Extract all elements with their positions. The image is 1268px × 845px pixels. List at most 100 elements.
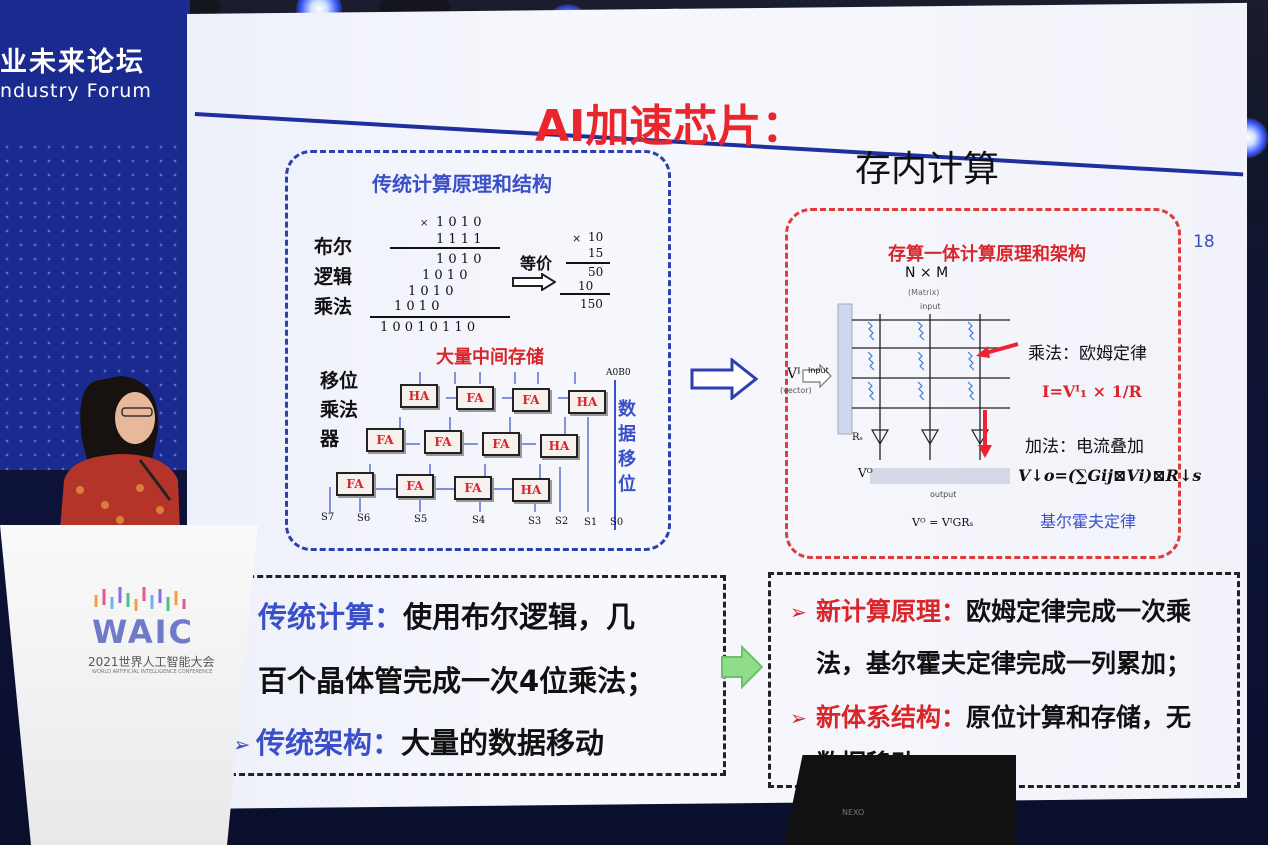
rule-line	[566, 262, 610, 264]
waic-logo-bars	[94, 587, 186, 611]
waic-subtitle-cn: 2021世界人工智能大会	[88, 655, 215, 669]
traditional-compute-line: 传统计算：使用布尔逻辑，几	[258, 594, 635, 636]
adder-cell: HA	[512, 478, 550, 502]
equivalent-arrow-icon	[512, 272, 557, 292]
pointer-arrow-icon	[972, 340, 1020, 360]
kirchhoff-formula: V↓o=(∑Gij⊠Vi)⊠R↓s	[1018, 466, 1202, 485]
podium	[0, 525, 258, 845]
traditional-compute-line-2: 百个晶体管完成一次4位乘法；	[258, 664, 656, 698]
vector-word: (vector)	[780, 386, 812, 395]
rs-label: Rₛ	[852, 432, 863, 443]
adder-cell: FA	[482, 432, 520, 456]
binary-line: 1 0 1 0	[422, 268, 468, 283]
adder-cell: FA	[396, 474, 434, 498]
bool-label-2: 逻辑	[314, 266, 353, 288]
traditional-arch-line: 传统架构：大量的数据移动	[256, 720, 604, 762]
data-move-1: 数	[618, 399, 636, 420]
slide-title-sub: 存内计算	[855, 149, 1000, 190]
binary-line: 1 0 1 0	[436, 215, 482, 230]
matrix-sub: (Matrix)	[908, 288, 940, 297]
speaker-person	[60, 376, 180, 530]
ohm-formula: I=Vᴵ₁ × 1/R	[1042, 382, 1142, 401]
new-arch-line: 新体系结构：原位计算和存储，无	[816, 698, 1191, 734]
vector-in-label: Vᴵ	[787, 366, 801, 382]
times-sign: ×	[420, 218, 429, 229]
vector-input-word: Input	[808, 366, 829, 375]
output-bit: S0	[610, 517, 624, 528]
traditional-arch-text: 大量的数据移动	[401, 726, 605, 760]
new-arch-key: 新体系结构：	[816, 703, 967, 732]
traditional-compute-text: 使用布尔逻辑，几	[403, 600, 636, 634]
adder-cell: HA	[568, 390, 606, 414]
new-principle-line: 新计算原理：欧姆定律完成一次乘	[816, 592, 1191, 628]
equivalent-label: 等价	[520, 254, 553, 273]
shift-label-1: 移位	[320, 370, 359, 392]
light-fixture	[180, 0, 220, 14]
adder-cell: HA	[400, 384, 438, 408]
adder-cell: FA	[512, 388, 550, 412]
decimal-line: 50	[588, 265, 604, 279]
vo-label: Vᴼ	[858, 466, 873, 480]
decimal-line: 10	[578, 279, 594, 293]
adder-cell: HA	[540, 434, 578, 458]
waic-logo: WAIC	[92, 613, 195, 651]
bullet-arrow-icon: ➢	[790, 706, 807, 730]
output-label: output	[930, 490, 957, 499]
binary-line: 1 0 1 0	[436, 252, 482, 267]
decimal-line: 10	[588, 230, 604, 244]
adder-cell: FA	[366, 428, 404, 452]
green-arrow-icon	[720, 644, 764, 690]
new-arch-text: 原位计算和存储，无	[966, 703, 1192, 732]
forum-title-cn: 业未来论坛	[0, 47, 145, 78]
cim-heading: 存算一体计算原理和架构	[888, 244, 1086, 265]
traditional-heading: 传统计算原理和结构	[372, 172, 552, 196]
decimal-line: 15	[588, 246, 604, 260]
adder-cell: FA	[336, 472, 374, 496]
output-bit: S7	[321, 512, 335, 523]
shift-label-3: 器	[320, 428, 340, 450]
output-bit: S6	[357, 513, 371, 524]
compute-in-memory-box	[785, 208, 1181, 559]
binary-line: 1 1 1 1	[436, 232, 482, 247]
traditional-compute-key: 传统计算：	[258, 600, 404, 634]
bool-label-3: 乘法	[314, 296, 353, 318]
kirchhoff-label: 基尔霍夫定律	[1040, 512, 1137, 531]
forum-title-en: ndustry Forum	[0, 80, 152, 102]
stage-monitor-speaker	[784, 755, 1016, 845]
bool-label-1: 布尔	[314, 236, 353, 258]
decimal-times: ×	[572, 232, 582, 245]
input-ab: A0B0	[606, 368, 631, 378]
output-bit: S3	[528, 516, 542, 527]
rule-line	[370, 316, 510, 318]
data-move-3: 移	[618, 449, 636, 470]
bullet-arrow-icon: ➢	[790, 600, 807, 624]
current-sum-label: 加法：电流叠加	[1025, 437, 1144, 457]
left-banner-panel	[0, 0, 190, 470]
data-move-4: 位	[618, 474, 636, 495]
adder-cell: FA	[424, 430, 462, 454]
new-principle-text: 欧姆定律完成一次乘	[966, 597, 1192, 626]
output-bit: S2	[555, 516, 569, 527]
intermediate-storage-label: 大量中间存储	[436, 347, 544, 368]
input-arrow-icon	[802, 363, 832, 389]
vo-formula: Vᴼ = VᴵGRₛ	[912, 516, 974, 529]
slide-title-main: AI加速芯片：	[535, 101, 806, 152]
slide-page-number: 18	[1193, 232, 1215, 252]
output-bit: S1	[584, 517, 598, 528]
new-principle-key: 新计算原理：	[816, 597, 967, 626]
decimal-result: 150	[580, 297, 603, 311]
data-move-line	[614, 380, 616, 530]
output-bit: S5	[414, 514, 428, 525]
binary-result: 1 0 0 1 0 1 1 0	[380, 320, 476, 335]
monitor-brand: NEXO	[842, 808, 865, 817]
waic-subtitle-en: WORLD ARTIFICIAL INTELLIGENCE CONFERENCE	[92, 669, 213, 675]
binary-line: 1 0 1 0	[394, 299, 440, 314]
new-principle-line-2: 法，基尔霍夫定律完成一列累加；	[816, 649, 1192, 678]
transition-arrow-icon	[690, 356, 759, 402]
shift-label-2: 乘法	[320, 399, 359, 421]
adder-cell: FA	[454, 476, 492, 500]
crossbar-array	[837, 303, 1010, 484]
data-move-2: 据	[618, 424, 636, 445]
output-bit: S4	[472, 515, 486, 526]
input-label: input	[920, 302, 941, 311]
